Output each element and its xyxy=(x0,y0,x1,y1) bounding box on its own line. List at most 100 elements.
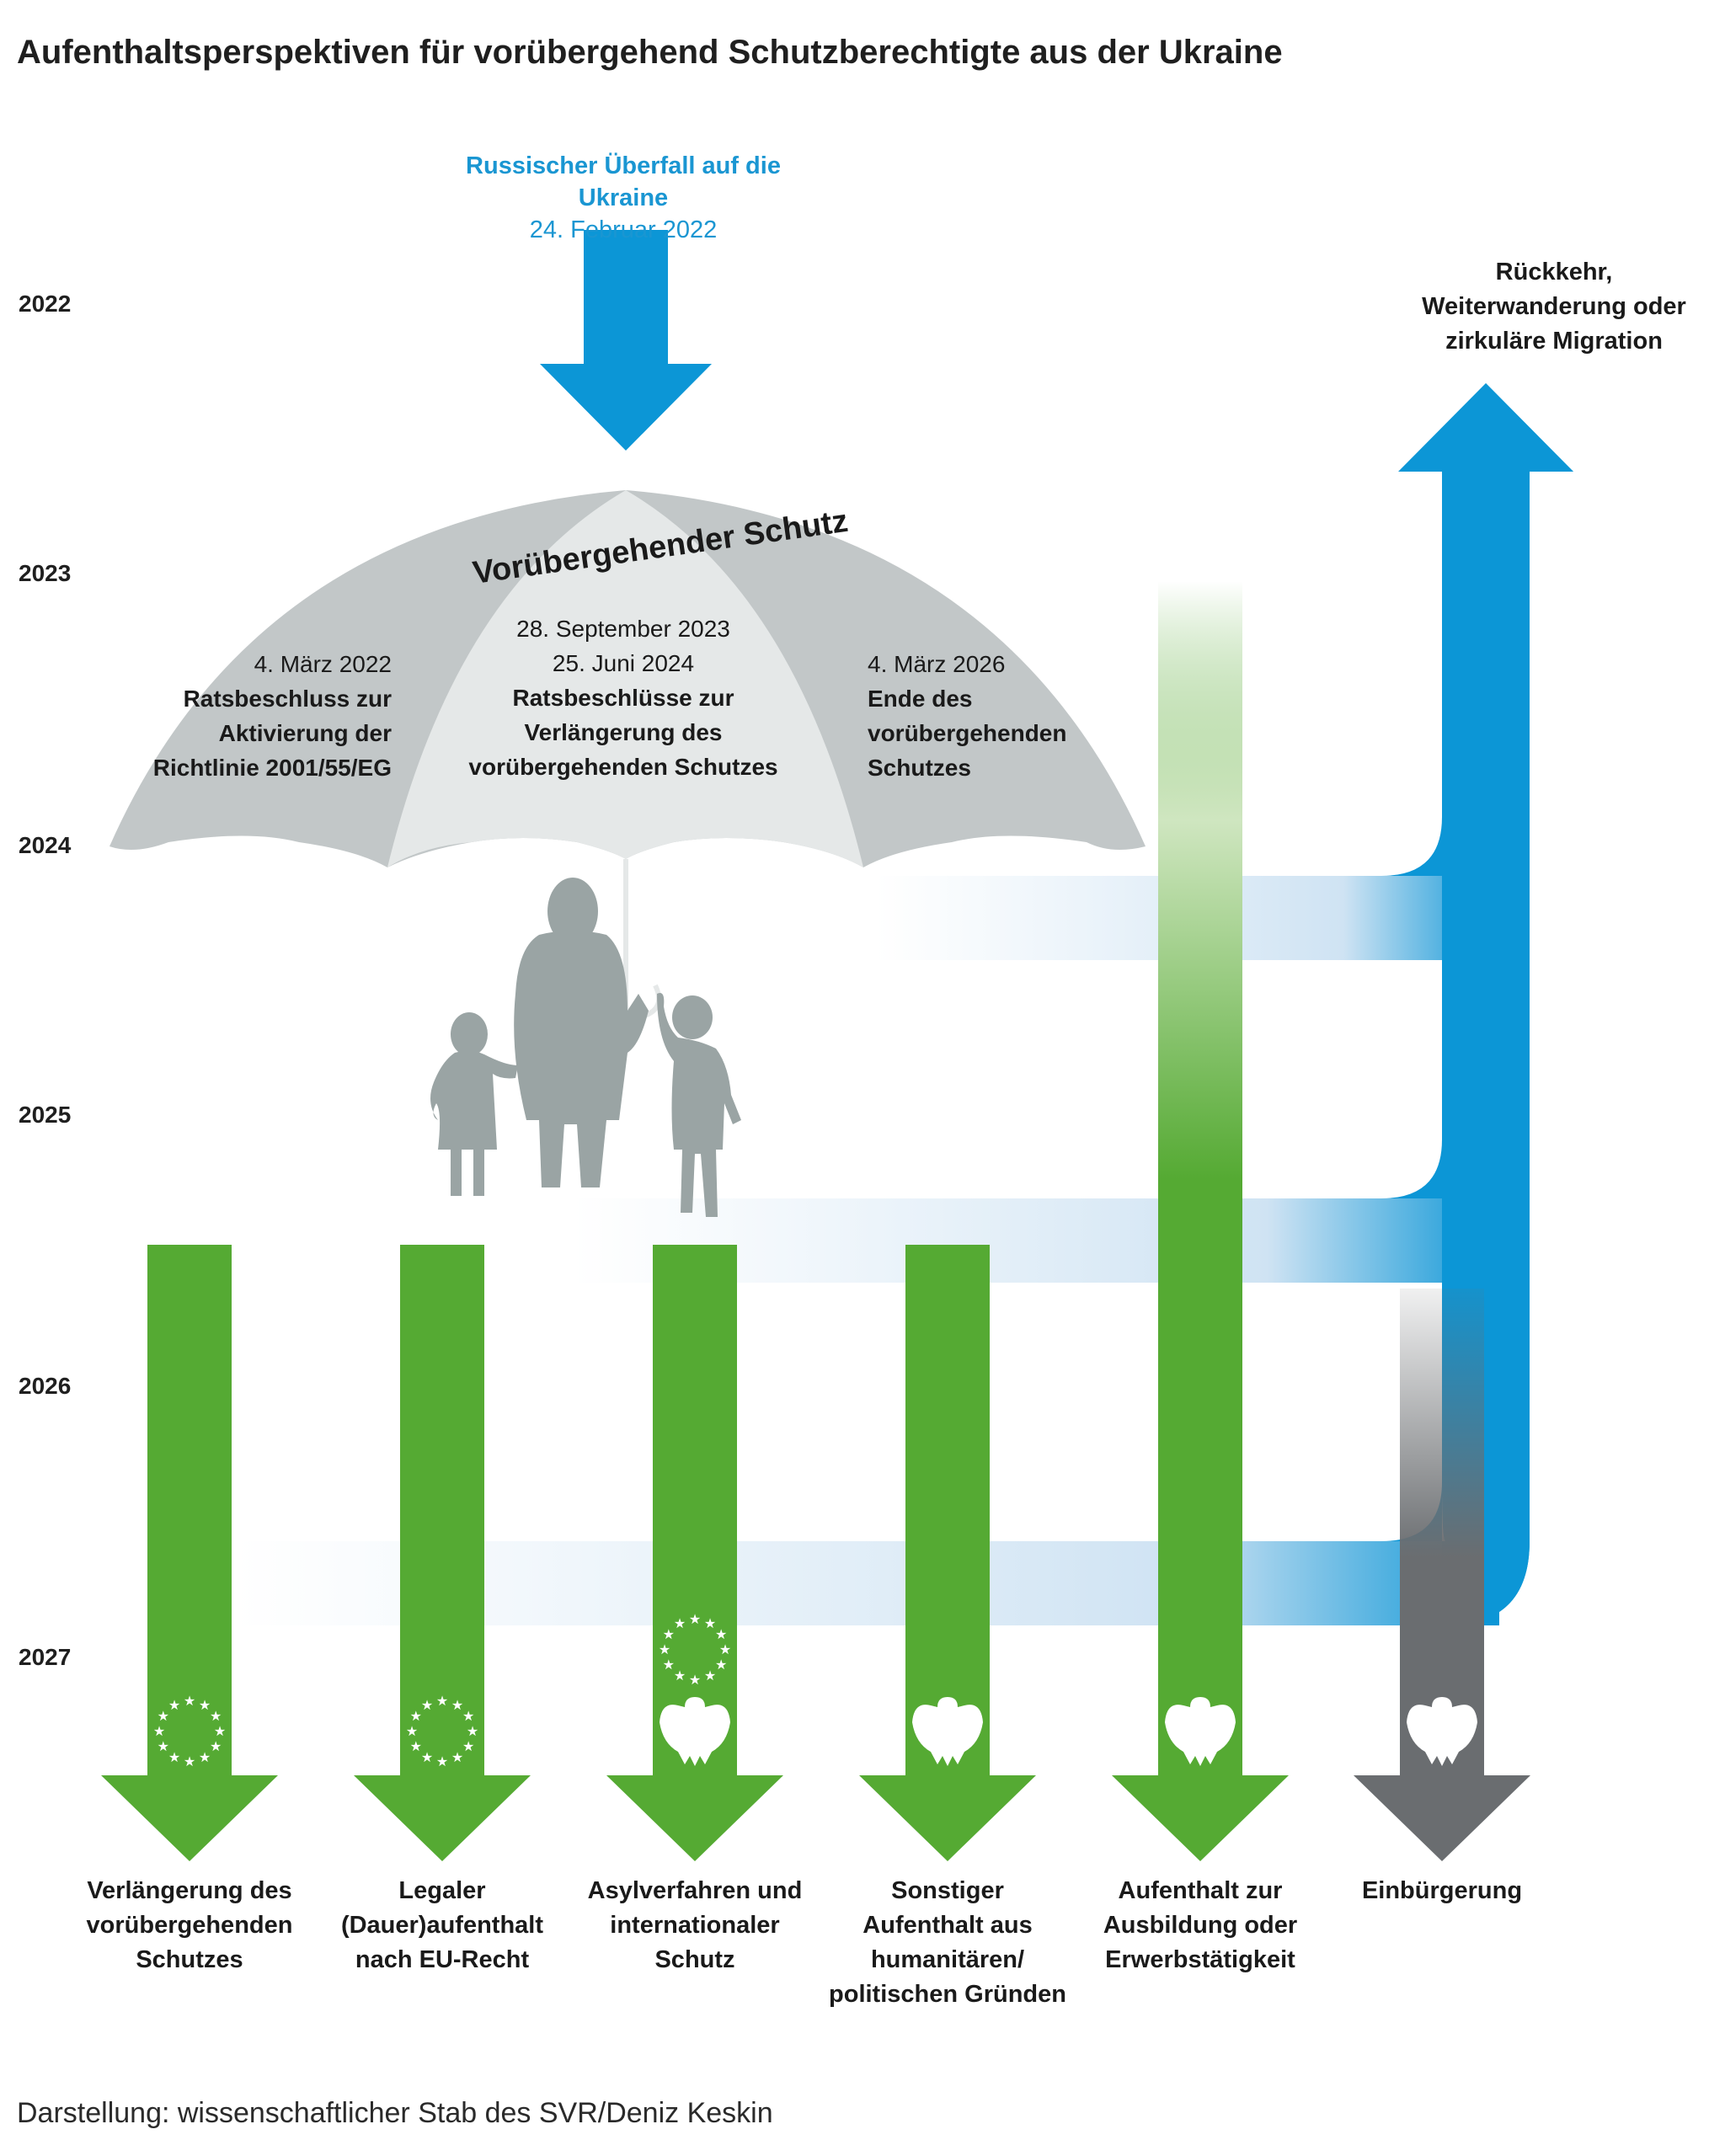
eu-star: ★ xyxy=(210,1708,222,1724)
outcome-label-line: Einbürgerung xyxy=(1361,1877,1523,1904)
umbrella-middle-line: Verlängerung des xyxy=(524,719,723,745)
eu-star: ★ xyxy=(462,1708,474,1724)
eu-star: ★ xyxy=(689,1672,701,1688)
umbrella-left-text: 4. März 2022 Ratsbeschluss zur Aktivieru… xyxy=(126,647,392,785)
family-figures xyxy=(430,878,741,1217)
year-label-2024: 2024 xyxy=(19,832,72,858)
umbrella-middle-text: 28. September 2023 25. Juni 2024 Ratsbes… xyxy=(463,611,783,784)
invasion-headline: Russischer Überfall auf die Ukraine xyxy=(466,152,781,211)
umbrella-left-date: 4. März 2022 xyxy=(254,651,392,677)
eu-star: ★ xyxy=(199,1697,211,1713)
eu-star: ★ xyxy=(210,1738,222,1754)
year-label-2027: 2027 xyxy=(19,1644,72,1670)
eu-star: ★ xyxy=(421,1697,433,1713)
outcome-label-4: Sonstiger Aufenthalt aus humanitären/ po… xyxy=(821,1874,1074,2012)
outcome-label-3: Asylverfahren und internationaler Schutz xyxy=(569,1874,821,1977)
umbrella-middle-date: 25. Juni 2024 xyxy=(552,650,695,676)
eu-star: ★ xyxy=(184,1753,195,1769)
footer-credit: Darstellung: wissenschaftlicher Stab des… xyxy=(17,2097,773,2129)
eu-star: ★ xyxy=(436,1753,448,1769)
eu-star: ★ xyxy=(436,1693,448,1709)
eu-star: ★ xyxy=(184,1693,195,1709)
outcome-arrow-1 xyxy=(101,1245,278,1861)
year-label-2026: 2026 xyxy=(19,1373,72,1399)
federal-eagle-icon xyxy=(660,1697,730,1766)
return-label: Rückkehr, Weiterwanderung oder zirkuläre… xyxy=(1415,255,1693,359)
eu-stars-icon: ★★★★★★★★★★★★ xyxy=(406,1693,478,1769)
eu-star: ★ xyxy=(663,1657,675,1673)
eu-star: ★ xyxy=(158,1738,169,1754)
eu-star: ★ xyxy=(659,1641,670,1657)
outcome-label-2: Legaler (Dauer)aufenthalt nach EU-Recht xyxy=(316,1874,569,1977)
outcome-arrow-4 xyxy=(859,1245,1036,1861)
umbrella-left-line: Richtlinie 2001/55/EG xyxy=(152,755,392,781)
outcome-label-6: Einbürgerung xyxy=(1316,1874,1568,1908)
outcome-label-line: Legaler xyxy=(398,1877,486,1904)
outcome-arrow-3 xyxy=(606,1245,783,1861)
outcome-label-line: (Dauer)aufenthalt xyxy=(340,1912,544,1939)
eu-star: ★ xyxy=(715,1626,727,1642)
return-label-line: Rückkehr, xyxy=(1495,259,1613,286)
eu-star: ★ xyxy=(451,1749,463,1765)
federal-eagle-icon xyxy=(1165,1697,1236,1766)
outcome-label-line: Aufenthalt zur xyxy=(1118,1877,1283,1904)
umbrella-right-date: 4. März 2026 xyxy=(868,651,1006,677)
outcome-label-line: Erwerbstätigkeit xyxy=(1105,1946,1295,1973)
outcome-label-line: Schutzes xyxy=(136,1946,243,1973)
eu-star: ★ xyxy=(199,1749,211,1765)
outcome-label-line: nach EU-Recht xyxy=(355,1946,530,1973)
invasion-label: Russischer Überfall auf die Ukraine 24. … xyxy=(421,150,825,246)
eu-star: ★ xyxy=(689,1611,701,1627)
return-arrowhead xyxy=(1398,383,1573,472)
return-label-line: zirkuläre Migration xyxy=(1445,328,1663,355)
outcome-label-line: Sonstiger xyxy=(891,1877,1004,1904)
return-label-line: Weiterwanderung oder xyxy=(1422,293,1686,320)
outcome-label-line: internationaler xyxy=(610,1912,780,1939)
umbrella-right-line: Schutzes xyxy=(868,755,971,781)
invasion-date: 24. Februar 2022 xyxy=(529,216,718,243)
outcome-shaft-6 xyxy=(1400,1289,1484,1777)
eu-star: ★ xyxy=(704,1668,716,1684)
eu-star: ★ xyxy=(719,1641,731,1657)
outcome-label-line: vorübergehenden xyxy=(86,1912,293,1939)
outcome-label-line: politischen Gründen xyxy=(829,1981,1066,2008)
outcome-arrowhead-5 xyxy=(1112,1775,1289,1861)
eu-star: ★ xyxy=(674,1615,686,1631)
outcome-label-line: humanitären/ xyxy=(870,1946,1025,1973)
return-curve-2024 xyxy=(1381,817,1499,960)
outcome-shaft-5 xyxy=(1158,581,1242,1777)
outcome-label-line: Verlängerung des xyxy=(87,1877,292,1904)
umbrella-left-line: Ratsbeschluss zur xyxy=(183,686,392,712)
federal-eagle-icon xyxy=(1407,1697,1477,1766)
outcome-arrow-2 xyxy=(354,1245,531,1861)
eu-star: ★ xyxy=(674,1668,686,1684)
year-label-2025: 2025 xyxy=(19,1102,72,1128)
eu-star: ★ xyxy=(462,1738,474,1754)
outcome-label-line: Schutz xyxy=(654,1946,735,1973)
eu-star: ★ xyxy=(410,1708,422,1724)
eu-star: ★ xyxy=(451,1697,463,1713)
eu-star: ★ xyxy=(214,1723,226,1739)
eu-star: ★ xyxy=(168,1697,180,1713)
eu-star: ★ xyxy=(663,1626,675,1642)
umbrella-right-line: vorübergehenden xyxy=(868,720,1067,746)
eu-star: ★ xyxy=(406,1723,418,1739)
outcome-label-1: Verlängerung des vorübergehenden Schutze… xyxy=(63,1874,316,1977)
federal-eagle-icon xyxy=(912,1697,983,1766)
eu-star: ★ xyxy=(704,1615,716,1631)
year-label-2023: 2023 xyxy=(19,560,72,586)
eu-stars-icon: ★★★★★★★★★★★★ xyxy=(659,1611,731,1688)
outcome-label-line: Ausbildung oder xyxy=(1103,1912,1298,1939)
umbrella-left-line: Aktivierung der xyxy=(218,720,392,746)
invasion-arrow xyxy=(540,230,712,451)
year-label-2022: 2022 xyxy=(19,291,72,317)
outcome-label-line: Aufenthalt aus xyxy=(862,1912,1033,1939)
outcome-label-line: Asylverfahren und xyxy=(587,1877,803,1904)
eu-star: ★ xyxy=(715,1657,727,1673)
return-curve-2025 xyxy=(1381,1139,1499,1283)
eu-star: ★ xyxy=(410,1738,422,1754)
outcome-label-5: Aufenthalt zur Ausbildung oder Erwerbstä… xyxy=(1074,1874,1327,1977)
eu-star: ★ xyxy=(467,1723,478,1739)
outcome-arrowhead-6 xyxy=(1354,1775,1530,1861)
